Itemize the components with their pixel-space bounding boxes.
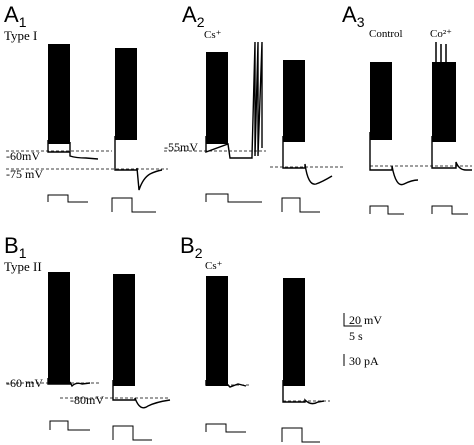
trace-a2-left [205,41,263,159]
panel-label-a1: A1 [4,2,27,30]
cs-label-b2: Cs⁺ [205,260,223,272]
trace-a3-cobalt [431,42,472,171]
voltage-label-a1-minus60: -60mV [6,149,40,163]
voltage-label-b1-minus60: -60 mV [6,376,43,390]
panel-label-a2: A2 [182,2,205,30]
scale-label-time: 5 s [349,329,363,343]
current-step-a1-left [47,194,88,203]
current-step-a1-right [111,197,156,213]
scale-label-current: 30 pA [349,354,379,368]
trace-b1-right [112,274,171,409]
current-step-a2-left [205,193,262,203]
trace-b1-left [47,272,91,388]
current-step-b1-left [49,420,90,431]
current-step-a3-control [369,205,404,215]
control-label: Control [369,28,403,40]
type-ii-label: Type II [4,259,42,274]
current-step-a3-cobalt [431,205,468,215]
current-step-b2-left [205,423,246,433]
panel-label-b1: B1 [4,233,27,261]
voltage-label-a2-minus55: -55mV [164,140,198,154]
trace-b2-left [205,276,247,388]
trace-a1-left [47,44,99,160]
trace-a1-right [114,48,163,191]
voltage-label-a1-minus75: -75 mV [6,167,43,181]
voltage-label-b1-minus80: -80mV [70,393,104,407]
cobalt-label: Co²⁺ [430,28,452,40]
trace-b2-right [282,278,325,405]
panel-label-a3: A3 [342,2,365,30]
type-i-label: Type I [4,28,37,43]
current-step-a2-right [281,197,320,213]
scale-bar-voltage-time [343,313,362,327]
current-step-b2-right [281,427,320,443]
scale-label-voltage: 20 mV [349,313,382,327]
current-step-b1-right [112,425,152,441]
cs-label-a2: Cs⁺ [204,29,222,41]
panel-label-b2: B2 [180,233,203,261]
trace-a2-right [282,60,333,185]
